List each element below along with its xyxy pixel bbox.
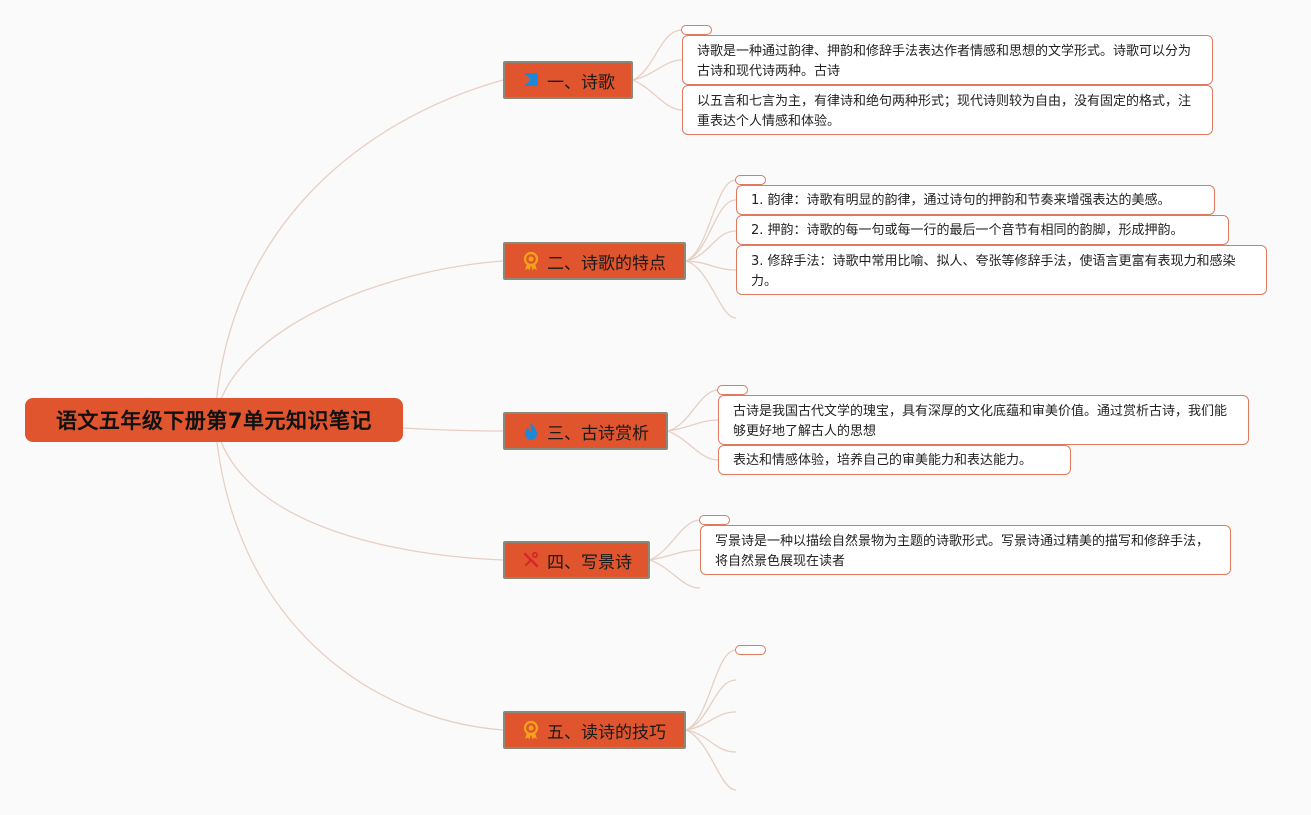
note-box[interactable]: 3. 修辞手法：诗歌中常用比喻、拟人、夸张等修辞手法，使语言更富有表现力和感染力… (736, 245, 1267, 295)
root-link-1 (214, 79, 504, 421)
branch2-link-c (685, 230, 737, 262)
note-box[interactable]: 古诗是我国古代文学的瑰宝，具有深厚的文化底蕴和审美价值。通过赏析古诗，我们能够更… (718, 395, 1249, 445)
branch-landscape-poem[interactable]: 四、写景诗 (503, 541, 650, 579)
branch4-link-c (649, 559, 701, 589)
note-text: 诗歌是一种通过韵律、押韵和修辞手法表达作者情感和思想的文学形式。诗歌可以分为古诗… (697, 44, 1192, 79)
branch1-link-a (632, 29, 683, 81)
collapse-pill[interactable] (699, 515, 730, 525)
collapse-pill[interactable] (735, 645, 766, 655)
branch-label: 四、写景诗 (547, 552, 632, 573)
collapse-pill[interactable] (717, 385, 748, 395)
branch-label: 五、读诗的技巧 (547, 722, 666, 743)
branch-label: 三、古诗赏析 (547, 423, 649, 444)
branch4-link-b (649, 549, 701, 561)
branch5-link-d (685, 729, 737, 753)
branch-label: 二、诗歌的特点 (547, 253, 666, 274)
branch2-link-b (685, 199, 737, 262)
branch5-link-a (685, 649, 737, 731)
branch3-link-a (667, 389, 719, 432)
tools-icon (523, 551, 539, 568)
root-topic[interactable]: 语文五年级下册第7单元知识笔记 (25, 398, 403, 442)
note-box[interactable]: 写景诗是一种以描绘自然景物为主题的诗歌形式。写景诗通过精美的描写和修辞手法，将自… (700, 525, 1231, 575)
note-text: 2. 押韵：诗歌的每一句或每一行的最后一个音节有相同的韵脚，形成押韵。 (751, 223, 1184, 238)
branch-poetry-features[interactable]: 二、诗歌的特点 (503, 242, 686, 280)
branch-ancient-poem-appreciation[interactable]: 三、古诗赏析 (503, 412, 668, 450)
note-text: 表达和情感体验，培养自己的审美能力和表达能力。 (733, 453, 1033, 468)
branch5-link-b (685, 679, 737, 731)
note-text: 以五言和七言为主，有律诗和绝句两种形式；现代诗则较为自由，没有固定的格式，注重表… (697, 94, 1192, 129)
note-box[interactable]: 表达和情感体验，培养自己的审美能力和表达能力。 (718, 445, 1071, 475)
branch-poetry[interactable]: 一、诗歌 (503, 61, 633, 99)
branch2-link-e (685, 260, 737, 319)
root-link-2 (214, 260, 504, 421)
branch5-link-e (685, 729, 737, 791)
note-box[interactable]: 2. 押韵：诗歌的每一句或每一行的最后一个音节有相同的韵脚，形成押韵。 (736, 215, 1229, 245)
branch1-link-b (632, 59, 683, 81)
branch1-link-c (632, 79, 683, 111)
branch2-link-d (685, 260, 737, 271)
branch5-link-c (685, 711, 737, 731)
branch-poem-reading-skills[interactable]: 五、读诗的技巧 (503, 711, 686, 749)
branch-label: 一、诗歌 (547, 72, 615, 93)
note-text: 1. 韵律：诗歌有明显的韵律，通过诗句的押韵和节奏来增强表达的美感。 (751, 193, 1171, 208)
note-text: 古诗是我国古代文学的瑰宝，具有深厚的文化底蕴和审美价值。通过赏析古诗，我们能够更… (733, 404, 1228, 439)
branch4-link-a (649, 519, 701, 561)
note-text: 3. 修辞手法：诗歌中常用比喻、拟人、夸张等修辞手法，使语言更富有表现力和感染力… (751, 254, 1236, 289)
note-box[interactable]: 以五言和七言为主，有律诗和绝句两种形式；现代诗则较为自由，没有固定的格式，注重表… (682, 85, 1213, 135)
root-link-4 (214, 421, 504, 561)
branch2-link-a (685, 179, 737, 262)
award-ribbon-icon (523, 720, 539, 740)
award-ribbon-icon (523, 251, 539, 271)
note-box[interactable]: 1. 韵律：诗歌有明显的韵律，通过诗句的押韵和节奏来增强表达的美感。 (736, 185, 1215, 215)
flame-icon (525, 422, 537, 440)
root-link-3 (402, 427, 504, 432)
root-link-5 (214, 421, 504, 731)
collapse-pill[interactable] (735, 175, 766, 185)
branch3-link-c (667, 430, 719, 461)
branch3-link-b (667, 419, 719, 432)
root-title: 语文五年级下册第7单元知识笔记 (55, 409, 373, 433)
note-box[interactable]: 诗歌是一种通过韵律、押韵和修辞手法表达作者情感和思想的文学形式。诗歌可以分为古诗… (682, 35, 1213, 85)
note-text: 写景诗是一种以描绘自然景物为主题的诗歌形式。写景诗通过精美的描写和修辞手法，将自… (715, 534, 1210, 569)
collapse-pill[interactable] (681, 25, 712, 35)
flag-icon (524, 73, 538, 86)
